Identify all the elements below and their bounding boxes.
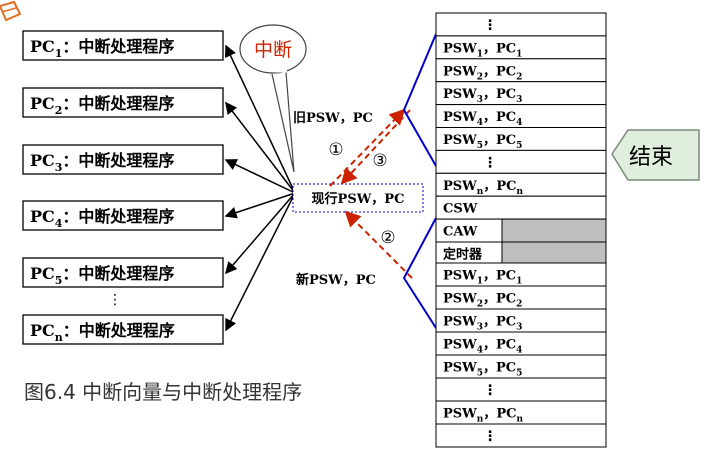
memory-column: ⋮PSW1，PC1PSW2，PC2PSW3，PC3PSW4，PC4PSW5，PC… [435, 12, 607, 448]
memory-cell: PSW5，PC5 [435, 354, 607, 379]
memory-entry-label: CAW [443, 225, 478, 240]
handler-description: ：中断处理程序 [62, 94, 174, 113]
step-1-marker: ① [328, 140, 343, 160]
psw-pc-entry: PSW1，PC1 [443, 41, 522, 59]
dispatch-arrow [225, 101, 296, 194]
psw-pc-entry: PSW5，PC5 [443, 133, 522, 151]
handler-box: PC1：中断处理程序 [22, 30, 224, 61]
memory-cell: PSW1，PC1 [435, 262, 607, 287]
memory-cell: PSW5，PC5 [435, 127, 607, 151]
memory-ellipsis: ⋮ [483, 155, 497, 171]
handler-box: PC3：中断处理程序 [22, 144, 224, 175]
dispatch-arrow [224, 192, 296, 219]
handler-pc-text: PC [30, 37, 55, 56]
handler-pc-subscript: 1 [55, 47, 63, 60]
handler-description: ：中断处理程序 [62, 37, 174, 56]
psw-pc-entry: PSW1，PC1 [443, 269, 522, 287]
memory-cell: PSWn，PCn [435, 172, 607, 197]
memory-cell: PSW3，PC3 [435, 308, 607, 333]
memory-cell: PSWn，PCn [435, 400, 607, 425]
memory-cell: PSW3，PC3 [435, 81, 607, 105]
handler-pc-text: PC [30, 151, 55, 170]
handler-pc-subscript: 3 [55, 161, 63, 174]
handler-description: ：中断处理程序 [62, 207, 174, 226]
memory-cell: PSW2，PC2 [435, 58, 607, 82]
handler-box: PCn：中断处理程序 [22, 314, 224, 345]
psw-pc-entry: PSW5，PC5 [443, 361, 522, 379]
memory-ellipsis: ⋮ [483, 429, 497, 445]
memory-cell: PSW2，PC2 [435, 285, 607, 310]
end-tag [611, 129, 700, 181]
handler-pc-text: PC [30, 264, 55, 283]
step-3-marker: ③ [372, 151, 387, 171]
psw-pc-entry: PSW3，PC3 [443, 315, 522, 333]
psw-pc-entry: PSW2，PC2 [443, 64, 522, 82]
memory-cell: ⋮ [435, 149, 607, 174]
pencil-doodle-icon [0, 0, 22, 22]
psw-pc-entry: PSW3，PC3 [443, 87, 522, 105]
end-label: 结束 [629, 145, 673, 170]
handler-pc-subscript: 4 [55, 217, 63, 230]
handler-description: ：中断处理程序 [63, 321, 175, 340]
save-old-psw-arrow [329, 108, 406, 187]
handler-pc-text: PC [30, 207, 55, 226]
handler-description: ：中断处理程序 [62, 264, 174, 283]
handler-box: PC2：中断处理程序 [22, 87, 224, 118]
psw-pc-entry: PSW4，PC4 [443, 110, 522, 128]
memory-cell: ⋮ [435, 12, 607, 37]
memory-cell: PSW4，PC4 [435, 331, 607, 356]
memory-cell: PSW1，PC1 [435, 35, 607, 59]
dispatch-arrow [225, 192, 296, 275]
current-psw-box [292, 183, 424, 213]
handler-pc-text: PC [30, 321, 55, 340]
restore-psw-arrow [340, 109, 411, 185]
dispatch-arrow [225, 192, 296, 332]
old-psw-bracket [402, 33, 437, 167]
psw-pc-entry: PSWn，PCn [443, 179, 523, 197]
handler-label: PC3：中断处理程序 [30, 151, 174, 174]
memory-ellipsis: ⋮ [483, 383, 497, 399]
new-psw-bracket [402, 217, 437, 329]
memory-cell: 定时器 [435, 241, 607, 266]
memory-entry-label: 定时器 [442, 246, 483, 262]
old-psw-label: 旧PSW，PC [293, 111, 373, 126]
load-new-psw-arrow [344, 210, 413, 279]
psw-pc-entry: PSW4，PC4 [443, 338, 522, 356]
handler-label: PC1：中断处理程序 [30, 37, 174, 60]
memory-cell: ⋮ [435, 423, 607, 448]
dispatch-arrow [224, 159, 296, 194]
interrupt-label: 中断 [254, 39, 292, 61]
dispatch-arrows [224, 44, 296, 332]
handler-box: PC4：中断处理程序 [22, 200, 224, 231]
dispatch-arrow [225, 44, 296, 194]
memory-cell: CAW [435, 218, 607, 243]
interrupt-bubble [239, 24, 307, 173]
handler-list-ellipsis: ⋮ [108, 292, 122, 308]
handler-label: PC2：中断处理程序 [30, 94, 174, 117]
handler-pc-subscript: n [55, 331, 63, 344]
handler-box: PC5：中断处理程序 [22, 257, 224, 288]
psw-pc-entry: PSWn，PCn [443, 407, 523, 425]
handler-description: ：中断处理程序 [62, 151, 174, 170]
psw-pc-entry: PSW2，PC2 [443, 292, 522, 310]
handler-label: PC5：中断处理程序 [30, 264, 174, 287]
handler-pc-subscript: 2 [55, 104, 63, 117]
step-2-marker: ② [380, 228, 395, 248]
handler-pc-text: PC [30, 94, 55, 113]
memory-cell: PSW4，PC4 [435, 104, 607, 128]
handler-label: PCn：中断处理程序 [30, 321, 175, 344]
memory-cell: CSW [435, 195, 607, 220]
handler-label: PC4：中断处理程序 [30, 207, 174, 230]
handler-list: PC1：中断处理程序PC2：中断处理程序PC3：中断处理程序PC4：中断处理程序… [22, 30, 224, 345]
memory-ellipsis: ⋮ [483, 17, 497, 33]
memory-cell: ⋮ [435, 377, 607, 402]
figure-caption: 图6.4 中断向量与中断处理程序 [24, 380, 302, 404]
memory-entry-label: CSW [443, 202, 478, 217]
new-psw-label: 新PSW，PC [296, 272, 376, 288]
current-psw-label: 现行PSW，PC [312, 191, 405, 207]
handler-pc-subscript: 5 [55, 274, 63, 287]
